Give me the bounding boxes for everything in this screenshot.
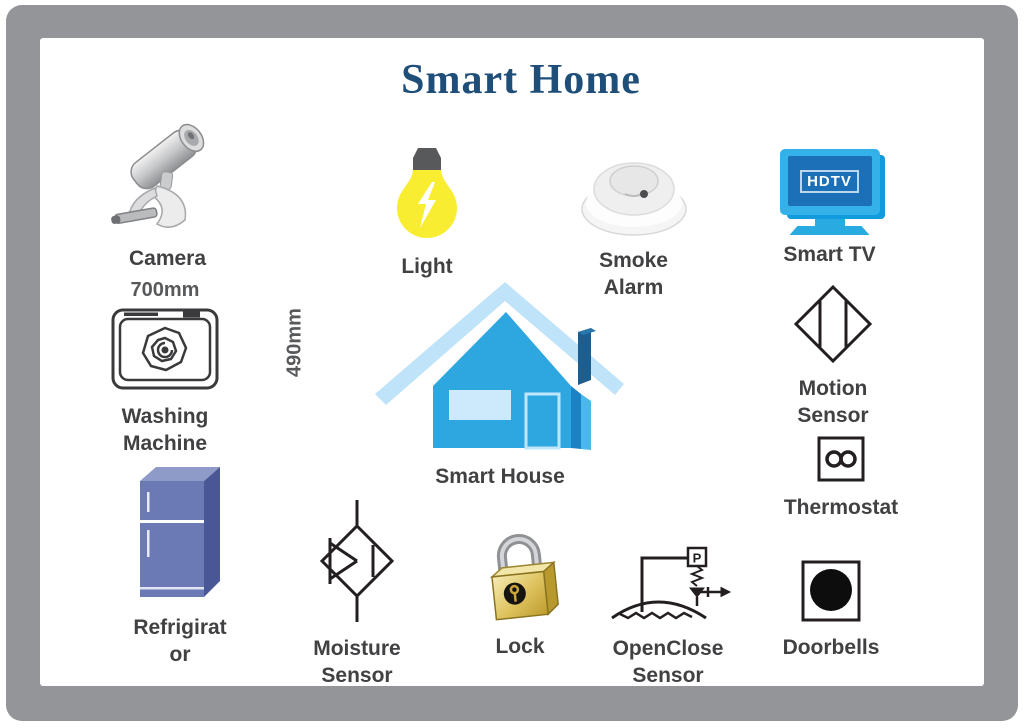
item-label: Washing Machine (121, 405, 209, 455)
item-label: Camera (128, 247, 207, 270)
item-lock: Lock (476, 516, 564, 660)
item-washing-machine: 700mm 490mm Washing Machine (100, 279, 306, 457)
padlock-icon (476, 516, 564, 627)
item-smart-house: Smart House (375, 280, 625, 490)
washing-machine-icon (109, 302, 221, 397)
tv-stand-base (789, 226, 870, 235)
item-motion-sensor: Motion Sensor (783, 284, 883, 429)
item-label: Smart TV (783, 243, 876, 266)
webcam-icon (105, 112, 230, 239)
openclose-sensor-icon: P (604, 540, 732, 629)
item-light: Light (372, 142, 482, 280)
item-label: Smoke Alarm (599, 249, 668, 299)
item-smart-tv: HDTV Smart TV (762, 149, 897, 268)
motion-sensor-icon (793, 284, 873, 369)
tv-screen-text: HDTV (800, 169, 859, 193)
item-label: Motion Sensor (797, 377, 869, 427)
smoke-alarm-icon (579, 148, 689, 241)
item-doorbells: Doorbells (776, 559, 886, 661)
item-label: Light (401, 255, 453, 278)
item-label: Thermostat (783, 496, 899, 519)
width-dimension-label: 700mm (130, 279, 200, 301)
item-label: Lock (495, 635, 545, 658)
thermostat-icon (816, 435, 866, 488)
item-label: Smart House (435, 465, 565, 488)
page-title: Smart Home (401, 57, 641, 103)
moisture-sensor-icon (311, 498, 403, 629)
refrigerator-icon (134, 461, 226, 608)
item-camera: Camera (95, 112, 240, 272)
openclose-box-glyph: P (693, 551, 702, 566)
item-moisture-sensor: Moisture Sensor (302, 498, 412, 689)
item-label: Doorbells (782, 636, 880, 659)
item-label: OpenClose Sensor (612, 637, 724, 687)
tv-stand-neck (814, 215, 845, 226)
item-openclose-sensor: P OpenClose Sensor (608, 540, 732, 689)
doorbell-icon (800, 559, 862, 628)
item-smoke-alarm: Smoke Alarm (566, 148, 701, 301)
item-label: Refrigirat or (133, 616, 227, 666)
house-icon (375, 280, 625, 457)
tv-screen: HDTV (787, 156, 872, 206)
tv-icon: HDTV (779, 149, 880, 235)
item-thermostat: Thermostat (776, 435, 906, 521)
item-label: Moisture Sensor (313, 637, 401, 687)
item-refrigerator: Refrigirat or (133, 461, 227, 668)
lightbulb-icon (388, 142, 466, 247)
height-dimension-label: 490mm (283, 308, 306, 377)
tv-frame: HDTV (779, 149, 880, 215)
